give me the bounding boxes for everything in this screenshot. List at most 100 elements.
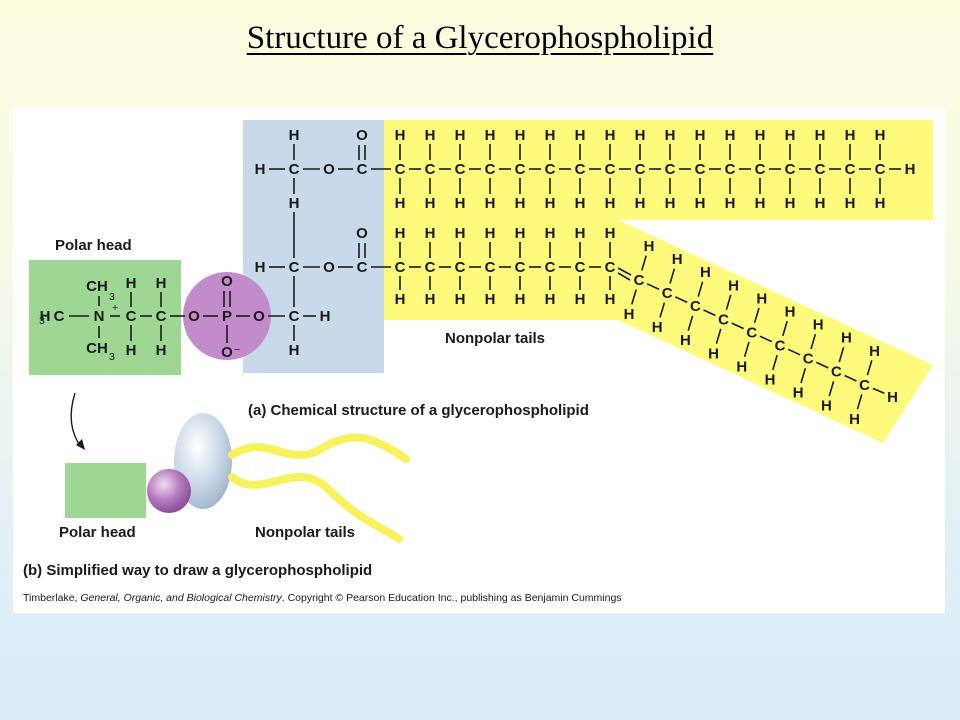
bond	[703, 309, 716, 317]
hydrogen-atom: H	[605, 127, 616, 144]
bond	[725, 294, 732, 310]
carbon-atom: C	[395, 161, 406, 178]
bond	[687, 315, 694, 331]
hydrogen-atom: H	[545, 225, 556, 242]
simplified-phosphate	[147, 469, 191, 513]
hydrogen-atom: H	[736, 358, 747, 375]
carbon-atom: C	[746, 324, 757, 341]
hydrogen-atom: H	[485, 225, 496, 242]
nonpolar-tails-label-bottom: Nonpolar tails	[255, 524, 355, 541]
carbon-atom: C	[662, 285, 673, 302]
carbon-atom: C	[634, 272, 645, 289]
lower-tail-region	[384, 220, 933, 443]
hydrogen-atom: H	[455, 195, 466, 212]
hydrogen-atom: H	[887, 389, 898, 406]
oxygen-charge: −	[234, 344, 240, 356]
hydrogen-atom: H	[485, 127, 496, 144]
polar-head-label: Polar head	[55, 237, 132, 254]
carbon-atom: C	[54, 308, 65, 325]
slide-title: Structure of a Glycerophospholipid	[246, 20, 714, 56]
carbon-atom: C	[455, 259, 466, 276]
hydrogen-atom: H	[575, 225, 586, 242]
hydrogen-atom: H	[785, 195, 796, 212]
hydrogen-atom: H	[695, 127, 706, 144]
carbon-atom: C	[545, 161, 556, 178]
bond	[772, 354, 778, 371]
oxygen-atom: O	[323, 259, 335, 276]
hydrogen-atom: H	[813, 317, 824, 334]
carbon-atom: C	[485, 161, 496, 178]
hydrogen-atom: H	[635, 195, 646, 212]
carbon-atom: C	[725, 161, 736, 178]
carbon-atom: C	[485, 259, 496, 276]
carbon-atom: C	[815, 161, 826, 178]
oxygen-atom: O	[221, 344, 233, 361]
hydrogen-atom: H	[395, 127, 406, 144]
methyl-subscript: 3	[109, 291, 115, 303]
curved-arrow-head	[76, 439, 85, 450]
carbon-atom: C	[357, 259, 368, 276]
hydrogen-atom: H	[905, 161, 916, 178]
hydrogen-atom: H	[255, 161, 266, 178]
carbon-atom: C	[605, 259, 616, 276]
carbon-atom: C	[831, 364, 842, 381]
carbon-atom: C	[845, 161, 856, 178]
nonpolar-tails-label: Nonpolar tails	[445, 330, 545, 347]
hydrogen-atom: H	[515, 225, 526, 242]
carbon-atom: C	[718, 311, 729, 328]
bond	[844, 374, 857, 382]
bond	[872, 387, 885, 394]
hydrogen-atom: H	[680, 332, 691, 349]
hydrogen-atom: H	[605, 225, 616, 242]
hydrogen-atom: H	[725, 127, 736, 144]
bond	[731, 322, 744, 330]
hydrogen-atom: H	[869, 343, 880, 360]
bond	[715, 328, 722, 344]
bond	[743, 341, 750, 358]
oxygen-atom: O	[356, 225, 368, 242]
carbon-atom: C	[755, 161, 766, 178]
caption-a: (a) Chemical structure of a glycerophosp…	[248, 402, 589, 419]
hydrogen-atom: H	[765, 372, 776, 389]
hydrogen-atom: H	[455, 127, 466, 144]
hydrogen-atom: H	[545, 291, 556, 308]
bond	[631, 289, 637, 305]
hydrogen-atom: H	[605, 291, 616, 308]
carbon-atom: C	[455, 161, 466, 178]
oxygen-atom: O	[356, 127, 368, 144]
atom-label: N	[94, 308, 105, 325]
phosphorus-atom: P	[222, 308, 232, 325]
hydrogen-atom: H	[395, 195, 406, 212]
hydrogen-atom: H	[700, 264, 711, 281]
upper-tail-region	[384, 120, 933, 220]
curved-arrow	[70, 392, 82, 448]
hydrogen-atom: H	[815, 127, 826, 144]
carbon-atom: C	[859, 377, 870, 394]
hydrogen-atom: H	[652, 319, 663, 336]
hydrogen-atom: H	[672, 251, 683, 268]
hydrogen-atom: H	[425, 225, 436, 242]
hydrogen-atom: H	[644, 238, 655, 255]
hydrogen-atom: H	[815, 195, 826, 212]
hydrogen-atom: H	[841, 330, 852, 347]
bond	[800, 367, 807, 384]
methyl-group: CH	[86, 340, 108, 357]
bond	[828, 381, 835, 397]
hydrogen-atom: H	[785, 304, 796, 321]
bond	[675, 296, 688, 304]
hydrogen-atom: H	[575, 127, 586, 144]
bond	[659, 302, 666, 318]
hydrogen-atom: H	[289, 342, 300, 359]
hydrogen-atom: H	[849, 411, 860, 428]
hydrogen-atom: H	[821, 398, 832, 415]
carbon-atom: C	[289, 308, 300, 325]
carbon-atom: C	[875, 161, 886, 178]
hydrogen-atom: H	[255, 259, 266, 276]
carbon-atom: C	[775, 338, 786, 355]
carbon-atom: C	[785, 161, 796, 178]
hydrogen-atom: H	[425, 127, 436, 144]
carbon-atom: C	[425, 161, 436, 178]
bond	[856, 394, 863, 410]
credit-rest: . Copyright © Pearson Education Inc., pu…	[282, 592, 622, 604]
polar-head-label-bottom: Polar head	[59, 524, 136, 541]
